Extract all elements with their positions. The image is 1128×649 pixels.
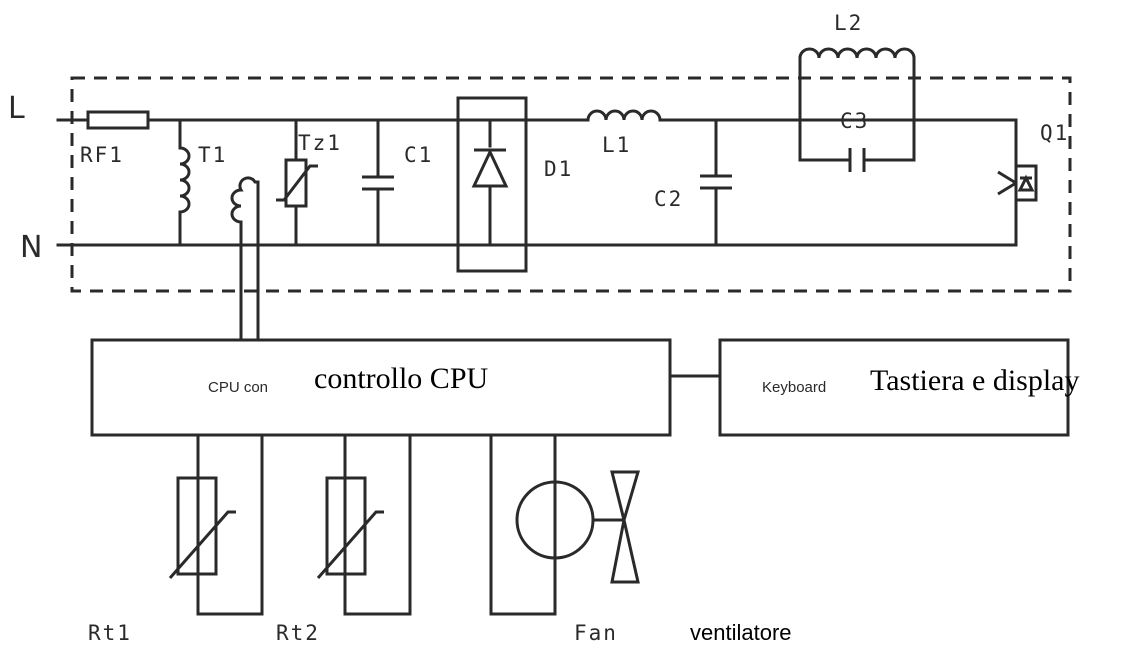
thermistor-rt1-label: Rt1	[88, 621, 132, 645]
transformer-secondary	[230, 176, 260, 340]
resonant-tank	[798, 47, 916, 172]
cpu-block	[90, 338, 672, 437]
capacitor-c1-symbol	[362, 118, 394, 247]
cpu-block-label: controllo CPU	[314, 362, 489, 395]
fan-label: Fan	[574, 621, 618, 645]
keyboard-block-label: Tastiera e display	[870, 364, 1080, 397]
power-board-boundary	[70, 76, 1072, 293]
fuse-label: RF1	[80, 143, 124, 167]
fuse-symbol	[86, 110, 150, 130]
varistor-label: Tz1	[298, 131, 342, 155]
thermistor-rt2-symbol	[316, 435, 412, 616]
inductor-l1-label: L1	[602, 133, 631, 157]
transformer-label: T1	[198, 143, 227, 167]
capacitor-c2-symbol	[700, 118, 732, 247]
bridge-rectifier-label: D1	[544, 157, 573, 181]
live-line-label: L	[8, 91, 25, 126]
igbt-symbol	[997, 118, 1038, 247]
thermistor-rt2-label: Rt2	[276, 621, 320, 645]
capacitor-c3-label: C3	[840, 109, 869, 133]
inductor-l2-label: L2	[834, 11, 863, 35]
inductor-l1-symbol	[586, 109, 662, 121]
fan-symbol	[489, 435, 640, 616]
keyboard-block	[718, 338, 1070, 437]
capacitor-c1-label: C1	[404, 143, 433, 167]
thermistor-rt1-symbol	[168, 435, 264, 616]
varistor-symbol	[276, 118, 318, 247]
neutral-line-label: N	[20, 230, 42, 265]
igbt-label: Q1	[1040, 121, 1069, 145]
cpu-block-original-label: CPU con	[208, 379, 268, 396]
keyboard-block-original-label: Keyboard	[762, 379, 826, 396]
transformer-primary	[178, 118, 191, 247]
capacitor-c2-label: C2	[654, 187, 683, 211]
bridge-rectifier-symbol	[456, 96, 528, 273]
fan-translation-label: ventilatore	[690, 620, 792, 645]
